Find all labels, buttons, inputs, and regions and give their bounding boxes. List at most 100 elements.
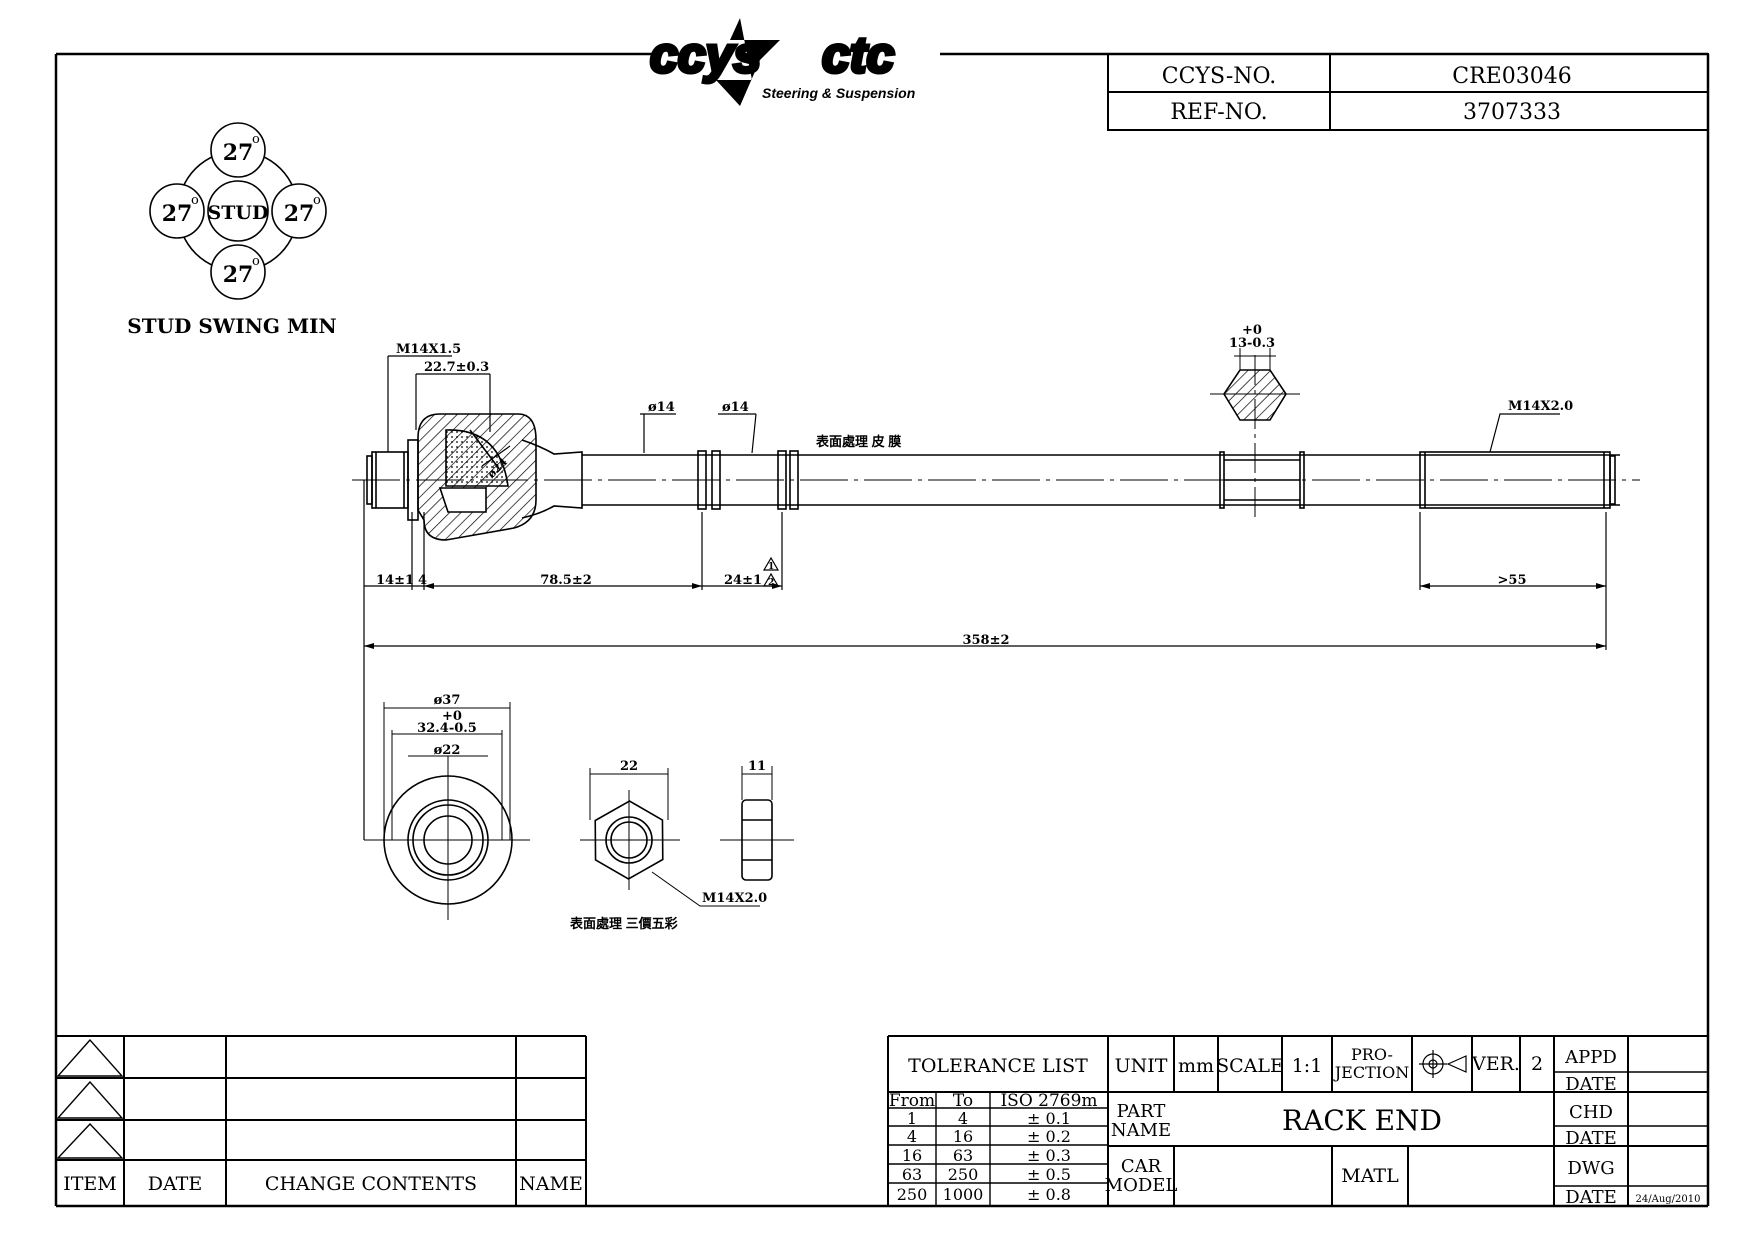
swing-angle-right: 27: [284, 201, 315, 227]
header-table: [1107, 53, 1709, 131]
car-model-label-2: MODEL: [1105, 1175, 1178, 1196]
tol-row-1-from: 1: [907, 1109, 917, 1128]
bushing-end-view: [364, 702, 530, 920]
surface-note: 表面處理 皮 膜: [815, 434, 901, 449]
part-name-value: RACK END: [1282, 1104, 1442, 1137]
nut-front-view: [580, 768, 760, 907]
dwg-label: DWG: [1567, 1158, 1614, 1179]
dimension-lines: [363, 355, 1607, 840]
part-name-label-2: NAME: [1111, 1120, 1171, 1141]
dim-thread-right: M14X2.0: [1508, 399, 1573, 414]
title-block: [887, 1035, 1708, 1206]
ccys-no-value: CRE03046: [1452, 64, 1571, 89]
ver-value: 2: [1531, 1053, 1543, 1075]
nut-width: 22: [620, 759, 638, 774]
dim-thread-left: M14X1.5: [396, 342, 461, 357]
projection-symbol-icon: [1419, 1050, 1467, 1078]
dim-24: 24±1: [724, 573, 762, 588]
degree-mark-bottom: o: [252, 254, 260, 269]
tol-row-5-iso: ± 0.8: [1027, 1185, 1071, 1204]
marker-2: 2: [768, 578, 774, 588]
tolerance-title: TOLERANCE LIST: [908, 1055, 1088, 1077]
hex-size: 13-0.3: [1229, 336, 1275, 351]
dim-14: 14±1: [376, 573, 414, 588]
dim-dia-22: ø22: [434, 743, 461, 758]
dim-78-5: 78.5±2: [540, 573, 592, 588]
tol-row-5-to: 1000: [943, 1185, 984, 1204]
matl-label: MATL: [1341, 1165, 1399, 1187]
nut-thickness: 11: [748, 759, 766, 774]
chd-label: CHD: [1569, 1102, 1613, 1123]
rev-header-date: DATE: [148, 1173, 202, 1195]
dimension-arrows: [364, 583, 1606, 649]
unit-label: UNIT: [1115, 1055, 1168, 1077]
dim-4: 4: [418, 573, 427, 588]
revision-table: [56, 1035, 587, 1206]
nut-side-view: [720, 766, 794, 881]
tol-row-3-to: 63: [953, 1146, 973, 1165]
swing-angle-bottom: 27: [223, 262, 254, 288]
chd-date-label: DATE: [1565, 1128, 1617, 1149]
hex-section: [1210, 348, 1300, 520]
nut-thread: M14X2.0: [702, 891, 767, 906]
unit-value: mm: [1178, 1055, 1214, 1077]
tol-row-3-iso: ± 0.3: [1027, 1146, 1071, 1165]
tol-row-4-from: 63: [902, 1165, 922, 1184]
appd-date-label: DATE: [1565, 1074, 1617, 1095]
rev-header-name: NAME: [519, 1173, 583, 1195]
tol-header-to: To: [953, 1091, 973, 1111]
tol-row-2-from: 4: [907, 1127, 917, 1146]
scale-label: SCALE: [1216, 1055, 1284, 1077]
nut-surface-note: 表面處理 三價五彩: [569, 916, 678, 931]
dim-32-tol: +0: [442, 709, 462, 724]
degree-mark-top: o: [252, 132, 260, 147]
tol-row-4-iso: ± 0.5: [1027, 1165, 1071, 1184]
ver-label: VER.: [1471, 1053, 1520, 1075]
tol-header-from: From: [889, 1091, 935, 1111]
dim-dia-14-b: ø14: [722, 400, 749, 415]
tol-header-iso: ISO 2769m: [1000, 1091, 1097, 1111]
stud-swing-diagram: [149, 122, 327, 300]
dim-total: 358±2: [962, 633, 1009, 648]
hex-tol-top: +0: [1242, 323, 1262, 338]
swing-caption: STUD SWING MIN: [127, 314, 336, 338]
degree-mark-right: o: [313, 193, 321, 208]
projection-label-2: JECTION: [1333, 1063, 1409, 1082]
rev-header-item: ITEM: [63, 1173, 117, 1195]
ccys-no-label: CCYS-NO.: [1162, 64, 1277, 89]
tol-row-1-iso: ± 0.1: [1027, 1109, 1071, 1128]
dim-32: 32.4-0.5: [417, 721, 477, 736]
ref-no-value: 3707333: [1463, 100, 1561, 125]
dwg-date-value: 24/Aug/2010: [1636, 1194, 1701, 1205]
part-name-label-1: PART: [1117, 1101, 1166, 1122]
marker-1: 1: [768, 562, 774, 572]
dwg-date-label: DATE: [1565, 1187, 1617, 1208]
logo-ctc: ctc: [822, 27, 894, 83]
degree-mark-left: o: [191, 193, 199, 208]
dim-dia-37: ø37: [434, 693, 461, 708]
tol-row-3-from: 16: [902, 1146, 922, 1165]
tol-row-4-to: 250: [948, 1165, 979, 1184]
dim-55: >55: [1498, 573, 1527, 588]
revision-markers: [762, 556, 780, 587]
scale-value: 1:1: [1292, 1055, 1323, 1077]
swing-angle-top: 27: [223, 140, 254, 166]
projection-label-1: PRO-: [1351, 1045, 1393, 1064]
tol-row-2-iso: ± 0.2: [1027, 1127, 1071, 1146]
rev-header-change: CHANGE CONTENTS: [265, 1173, 477, 1195]
appd-label: APPD: [1564, 1047, 1617, 1068]
dim-dia-14-a: ø14: [648, 400, 675, 415]
swing-angle-left: 27: [162, 201, 193, 227]
tol-row-5-from: 250: [897, 1185, 928, 1204]
swing-center-label: STUD: [208, 202, 269, 224]
company-logo: ccys ctc Steering & Suspension: [648, 18, 915, 106]
dim-22-7: 22.7±0.3: [424, 360, 489, 375]
tol-row-1-to: 4: [958, 1109, 968, 1128]
logo-ccys: ccys: [650, 27, 761, 83]
rack-end-side-view: [352, 413, 1640, 541]
car-model-label-1: CAR: [1121, 1156, 1162, 1177]
tol-row-2-to: 16: [953, 1127, 973, 1146]
ref-no-label: REF-NO.: [1170, 100, 1267, 125]
logo-tagline: Steering & Suspension: [762, 85, 915, 101]
